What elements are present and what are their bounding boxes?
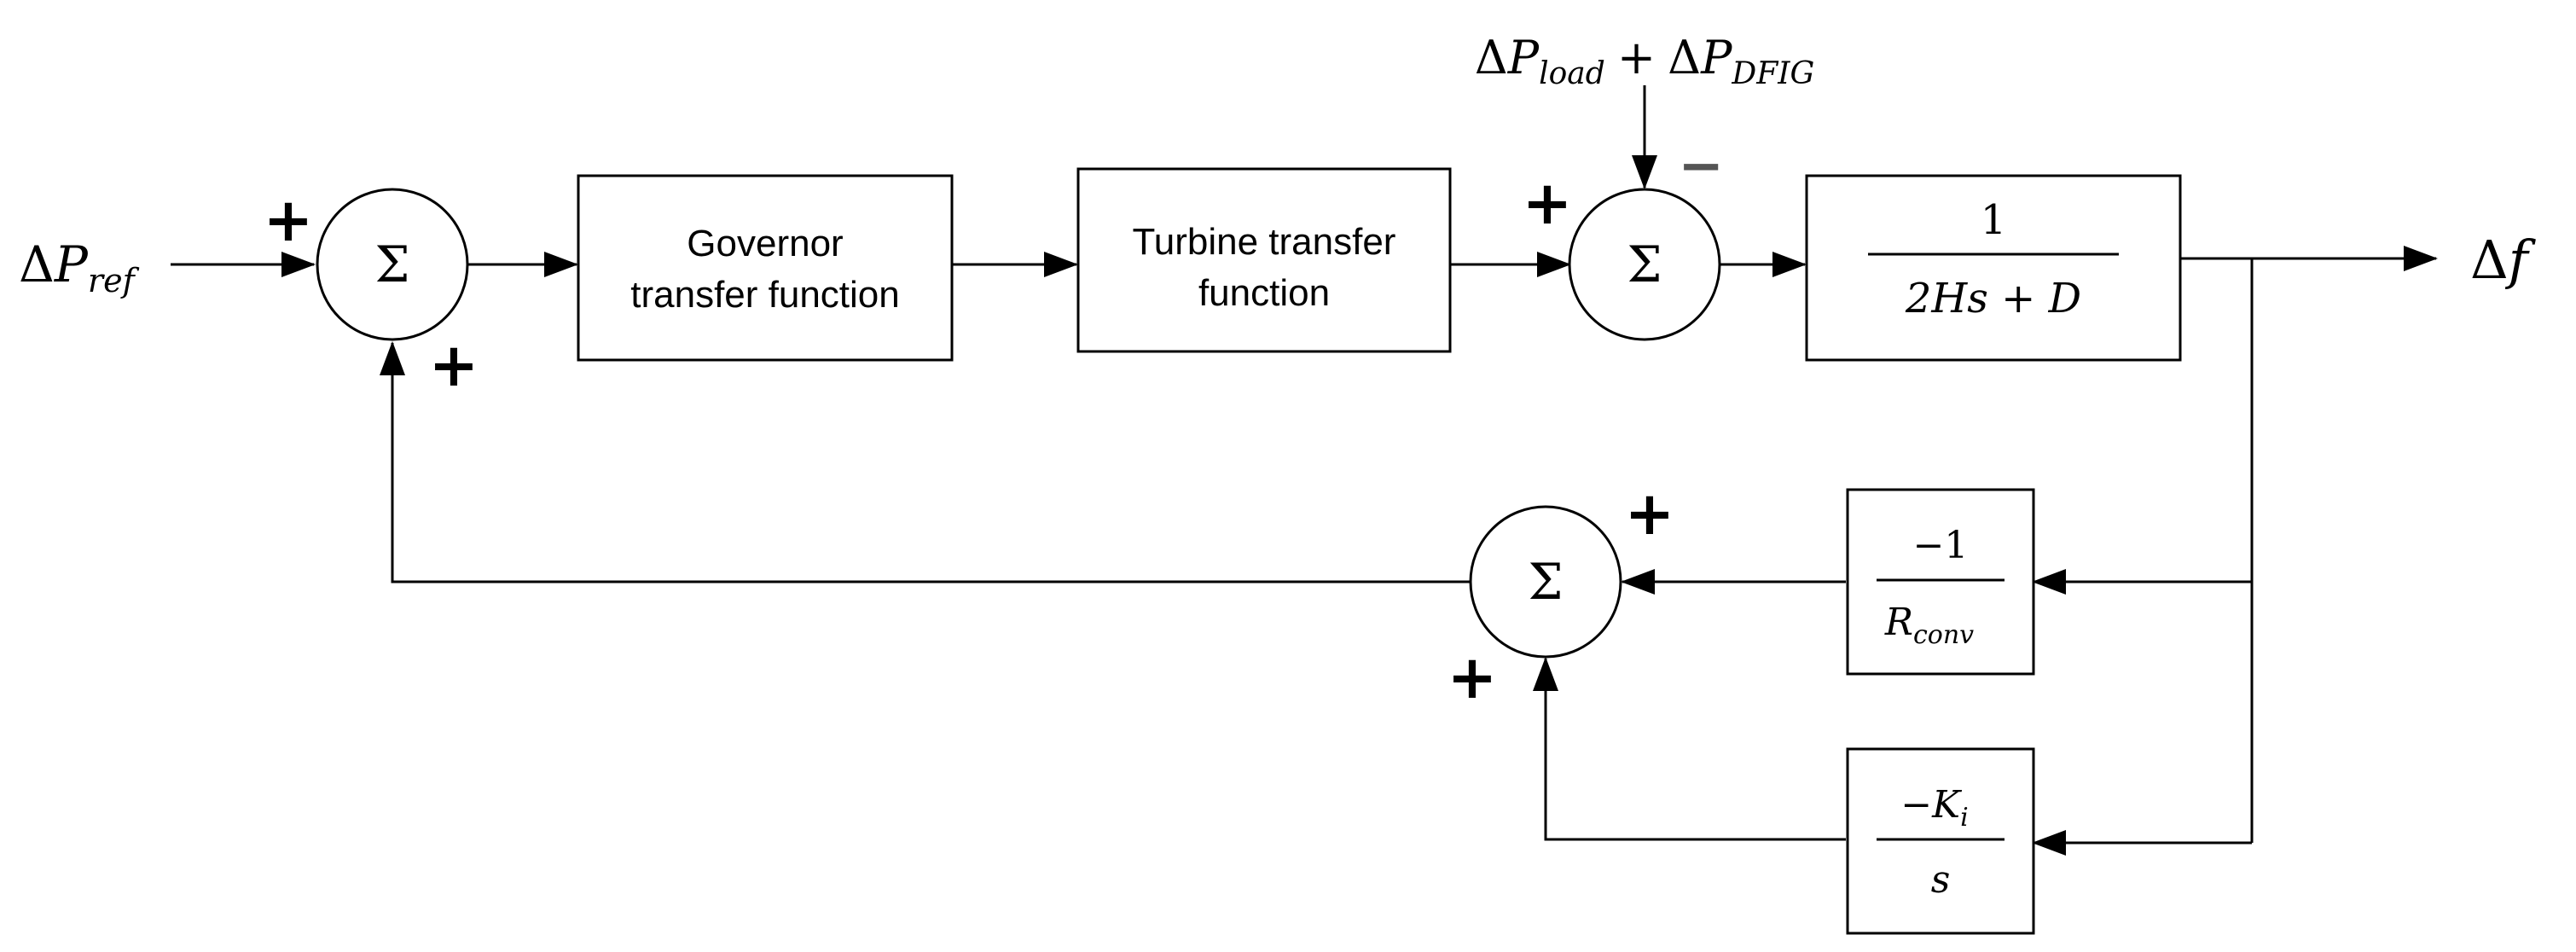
svg-text:Σ: Σ [374, 235, 409, 293]
turbine-block: Turbine transfer function [1076, 167, 1452, 353]
integral-denominator: s [1931, 858, 1951, 902]
sum3-right-plus-sign: + [1625, 479, 1675, 549]
droop-denominator-sub: conv [1913, 620, 1974, 650]
turbine-label-line1: Turbine transfer [1133, 221, 1396, 263]
droop-numerator: −1 [1913, 524, 1969, 567]
svg-text:Σ: Σ [1627, 235, 1662, 293]
integral-numerator: −K [1900, 783, 1962, 827]
output-delta-f-label: Δf [2470, 229, 2537, 291]
sum2-left-plus-sign: + [1523, 168, 1573, 238]
svg-text:Σ: Σ [1528, 553, 1563, 611]
droop-denominator-main: R [1884, 601, 1913, 644]
governor-label-line2: transfer function [630, 274, 900, 316]
inertia-block: 1 2Hs + D [1805, 174, 2182, 362]
sum3-bottom-plus-sign: + [1448, 642, 1498, 712]
svg-text:−Ki: −Ki [1900, 783, 1968, 833]
inertia-numerator: 1 [1981, 196, 2007, 244]
sum2-top-minus-sign: − [1678, 135, 1724, 198]
wire-integral-to-sum3 [1533, 657, 1846, 841]
integral-block: −Ki s [1846, 747, 2035, 935]
summing-junction-2: Σ [1568, 188, 1721, 341]
sum1-bottom-plus-sign: + [429, 330, 479, 400]
governor-label-line1: Governor [687, 223, 843, 264]
droop-block: −1 Rconv [1846, 488, 2035, 676]
wire-sum3-to-sum1 [380, 341, 1471, 583]
svg-text:Rconv: Rconv [1884, 601, 1974, 650]
governor-block: Governor transfer function [577, 174, 954, 362]
integral-numerator-sub: i [1960, 803, 1969, 833]
input-pref-label: ΔPref [19, 235, 140, 299]
summing-junction-1: Σ [316, 188, 469, 341]
sum1-left-plus-sign: + [264, 185, 314, 255]
inertia-denominator: 2Hs + D [1905, 275, 2081, 322]
summing-junction-3: Σ [1469, 505, 1622, 659]
turbine-label-line2: function [1198, 272, 1330, 314]
disturbance-label: ΔPload+ΔPDFIG [1475, 31, 1814, 91]
